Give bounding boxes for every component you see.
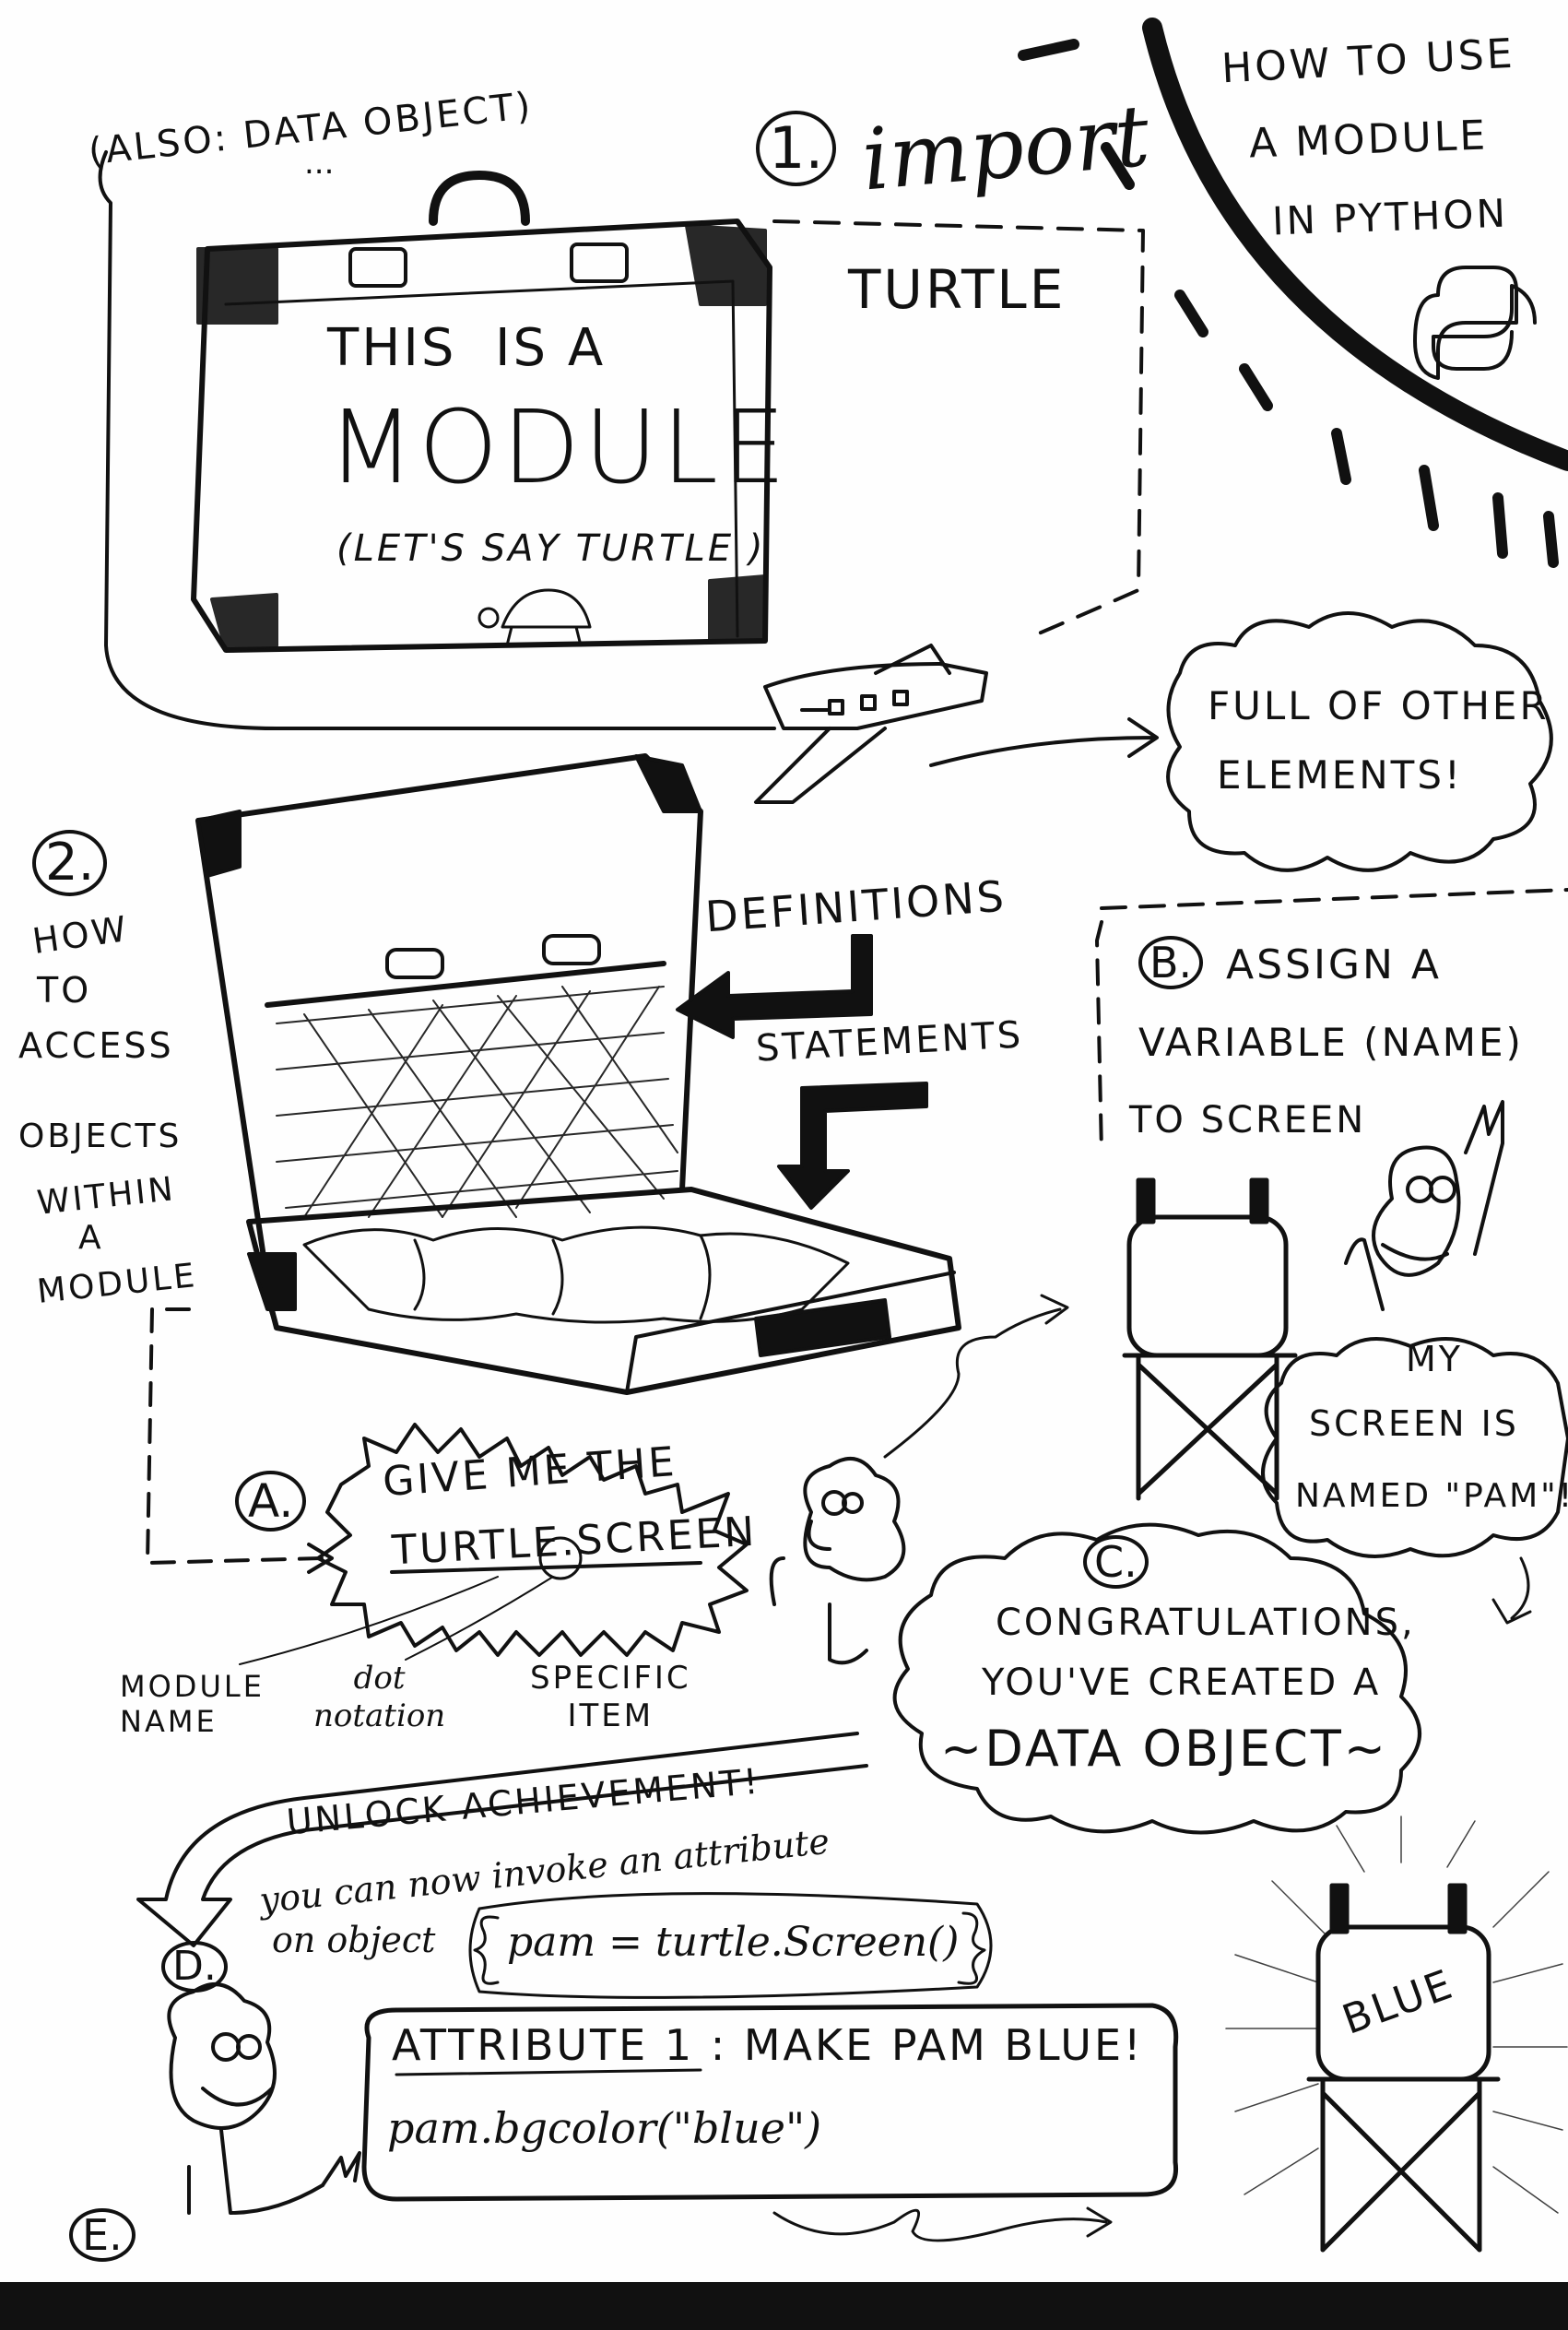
- cloud-full: [1166, 611, 1553, 872]
- stepB-line-1: ASSIGN A: [1226, 941, 1443, 988]
- stepC-line-2: YOU'VE CREATED A: [982, 1662, 1382, 1704]
- pointer-module: [239, 1576, 499, 1665]
- attribute-box: [361, 2003, 1179, 2202]
- label-module-name: MODULE NAME: [120, 1669, 265, 1740]
- turtle-underline: [390, 1561, 702, 1574]
- stepE-attr-title: ATTRIBUTE 1 : MAKE PAM BLUE!: [392, 2020, 1144, 2070]
- airplane-icon: [754, 644, 988, 804]
- arrow-to-C: [1491, 1556, 1532, 1625]
- label-dot-notation: dot notation: [313, 1660, 446, 1734]
- cloud-full-line-2: ELEMENTS!: [1217, 752, 1463, 798]
- also-dots: ...: [304, 145, 335, 182]
- stepE-attr-code: pam.bgcolor("blue"): [387, 2103, 822, 2153]
- character-B: [1344, 1100, 1504, 1311]
- step1-number: 1.: [756, 111, 837, 186]
- my-screen-line-3: NAMED "PAM"!: [1295, 1477, 1568, 1515]
- label-specific-item: SPECIFIC ITEM: [530, 1660, 691, 1734]
- stepA-dashed-path: [146, 1307, 324, 1565]
- step2-line-3: ACCESS: [18, 1025, 174, 1066]
- character-A: [769, 1457, 906, 1665]
- suitcase-text-2: MODULE: [327, 388, 790, 506]
- pointer-dot: [405, 1576, 554, 1661]
- step1-import: import: [857, 86, 1153, 210]
- stepE-letter: E.: [69, 2208, 136, 2262]
- title-line-2: A MODULE: [1248, 112, 1489, 168]
- arrow-to-cloud: [929, 717, 1159, 767]
- open-suitcase: [195, 753, 961, 1395]
- my-screen-line-2: SCREEN IS: [1309, 1403, 1519, 1444]
- step2-line-4: OBJECTS: [18, 1118, 183, 1155]
- cloud-full-line-1: FULL OF OTHER: [1208, 683, 1550, 728]
- also-bracket: [98, 150, 776, 730]
- stepA-letter: A.: [235, 1471, 307, 1532]
- step2-line-6: A: [78, 1219, 104, 1257]
- step1-turtle: TURTLE: [848, 258, 1067, 321]
- burst-A: [316, 1423, 749, 1657]
- stepB-line-3: TO SCREEN: [1129, 1099, 1367, 1141]
- code-cloud-D: [468, 1892, 993, 1999]
- closed-suitcase: [191, 171, 772, 653]
- sun-rays: [1018, 39, 1559, 568]
- bottom-strip: [0, 2282, 1568, 2330]
- stepD-line-2: on object: [272, 1920, 436, 1960]
- suitcase-text-3: (LET'S SAY TURTLE ): [336, 527, 766, 570]
- cloud-C: [892, 1522, 1421, 1835]
- arrow-E-to-chair: [772, 2206, 1113, 2242]
- import-dashed-box: [772, 219, 1145, 638]
- title-line-3: IN PYTHON: [1271, 190, 1509, 244]
- stepD-code-brace: [473, 1911, 986, 1985]
- chair-blue: [1306, 1883, 1501, 2253]
- stepD-letter: D.: [161, 1941, 228, 1993]
- python-logo-icon: [1413, 266, 1537, 380]
- dot-circle: [538, 1536, 583, 1580]
- definitions-arrow: [676, 934, 873, 1039]
- suitcase-net: [276, 986, 678, 1218]
- stepB-letter: B.: [1138, 936, 1204, 989]
- stepD-code: pam = turtle.Screen(): [507, 1919, 960, 1966]
- character-E: [167, 1982, 361, 2215]
- my-screen-line-1: MY: [1406, 1339, 1463, 1379]
- step2-line-2: TO: [37, 970, 92, 1011]
- cloud-my-screen: [1261, 1337, 1568, 1558]
- unlock-arrow: [136, 1732, 868, 1947]
- stepC-line-3: ~DATA OBJECT~: [940, 1720, 1389, 1778]
- stepB-line-2: VARIABLE (NAME): [1138, 1020, 1524, 1065]
- suitcase-text-1: THIS IS A: [327, 318, 607, 378]
- attr-underline: [395, 2068, 702, 2076]
- stepC-letter: C.: [1083, 1535, 1149, 1589]
- chair-B: [1122, 1177, 1298, 1501]
- arrow-A-to-B: [883, 1294, 1069, 1459]
- stepC-line-1: CONGRATULATIONS,: [996, 1602, 1416, 1644]
- sun-arc: [1142, 18, 1568, 471]
- turtle-icon: [477, 588, 592, 647]
- step2-number: 2.: [32, 830, 108, 896]
- stepB-dashed-box: [1095, 888, 1568, 1154]
- glow-lines: [1225, 1816, 1568, 2214]
- statements-arrow: [777, 1082, 928, 1210]
